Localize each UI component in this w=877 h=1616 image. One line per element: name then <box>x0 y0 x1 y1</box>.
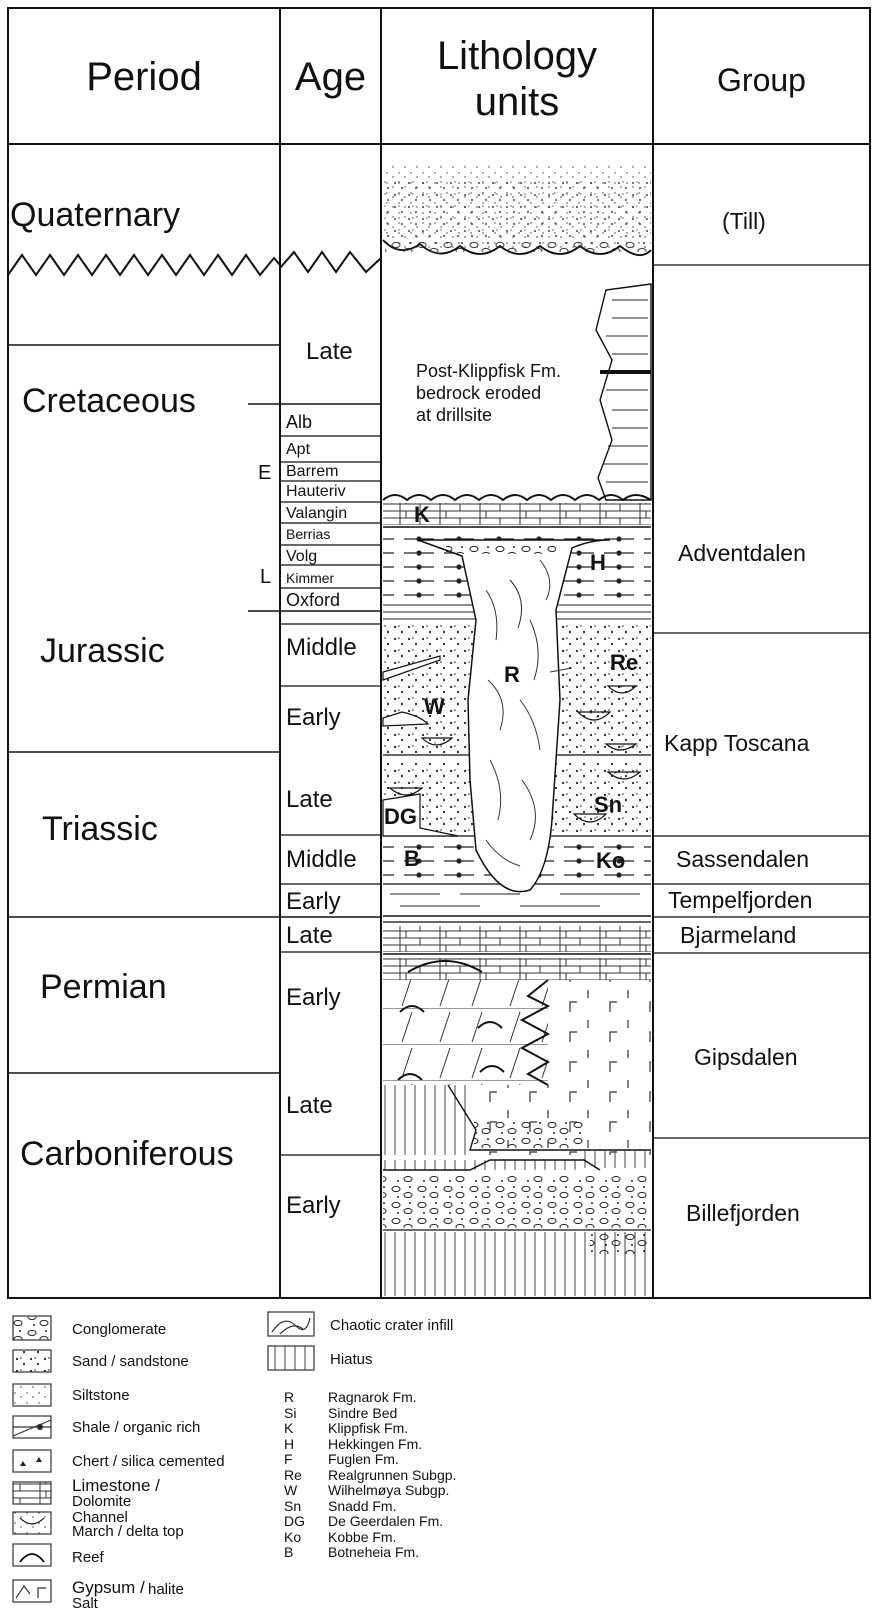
legend-siltstone: Siltstone <box>72 1388 130 1403</box>
age-permian-early: Early <box>286 984 341 1012</box>
group-bjarmeland: Bjarmeland <box>680 922 796 949</box>
legend-hiatus: Hiatus <box>330 1352 373 1367</box>
group-dividers <box>653 265 870 1138</box>
abbr-code: W <box>284 1483 297 1498</box>
period-carboniferous: Carboniferous <box>20 1135 234 1174</box>
unit-w: W <box>424 694 445 720</box>
abbr-code: Sn <box>284 1499 301 1514</box>
legend-gypsum-2: Salt <box>72 1596 98 1611</box>
age-jurassic-middle: Middle <box>286 634 357 662</box>
abbr-name: Realgrunnen Subgp. <box>328 1468 456 1483</box>
abbr-code: DG <box>284 1514 305 1529</box>
age-early-cretaceous-marker: E <box>258 462 271 485</box>
group-kapp-toscana: Kapp Toscana <box>664 730 809 757</box>
abbr-name: De Geerdalen Fm. <box>328 1514 443 1529</box>
abbr-name: Kobbe Fm. <box>328 1530 396 1545</box>
legend-shale: Shale / organic rich <box>72 1420 200 1435</box>
age-barrem: Barrem <box>286 464 338 480</box>
post-klippfisk-note: Post-Klippfisk Fm. bedrock eroded at dri… <box>416 360 561 426</box>
unit-r: R <box>504 662 520 688</box>
lithology-column <box>383 166 651 1296</box>
age-triassic-early: Early <box>286 888 341 916</box>
age-berrias: Berrias <box>286 526 330 542</box>
abbr-code: K <box>284 1421 293 1436</box>
note-line-1: Post-Klippfisk Fm. <box>416 360 561 382</box>
abbr-name: Ragnarok Fm. <box>328 1390 417 1405</box>
abbr-code: H <box>284 1437 294 1452</box>
unit-h: H <box>590 550 606 576</box>
header-group: Group <box>653 62 870 99</box>
age-kimmer: Kimmer <box>286 570 334 586</box>
age-triassic-middle: Middle <box>286 846 357 874</box>
abbr-code: Re <box>284 1468 302 1483</box>
abbr-name: Hekkingen Fm. <box>328 1437 422 1452</box>
note-line-3: at drillsite <box>416 404 561 426</box>
unit-re: Re <box>610 650 638 676</box>
header-lithology-line1: Lithology <box>381 34 653 79</box>
legend-chert: Chert / silica cemented <box>72 1454 225 1469</box>
group-sassendalen: Sassendalen <box>676 846 809 873</box>
legend-chaotic: Chaotic crater infill <box>330 1318 453 1333</box>
abbr-code: R <box>284 1390 294 1405</box>
legend-limestone-2: Dolomite <box>72 1494 131 1509</box>
age-carboniferous-late: Late <box>286 1092 333 1120</box>
unit-dg: DG <box>384 804 417 830</box>
unit-sn: Sn <box>594 792 622 818</box>
age-permian-late: Late <box>286 922 333 950</box>
group-adventdalen: Adventdalen <box>678 540 806 567</box>
age-carboniferous-early: Early <box>286 1192 341 1220</box>
abbr-name: Botneheia Fm. <box>328 1545 419 1560</box>
abbr-name: Klippfisk Fm. <box>328 1421 408 1436</box>
abbr-code: Ko <box>284 1530 301 1545</box>
abbr-code: Si <box>284 1406 296 1421</box>
abbr-name: Sindre Bed <box>328 1406 397 1421</box>
legend-sand: Sand / sandstone <box>72 1354 189 1369</box>
group-billefjorden: Billefjorden <box>686 1200 800 1227</box>
abbr-name: Wilhelmøya Subgp. <box>328 1483 449 1498</box>
age-apt: Apt <box>286 442 310 458</box>
age-jurassic-early: Early <box>286 704 341 732</box>
age-valangin: Valangin <box>286 506 347 522</box>
group-till: (Till) <box>722 208 766 235</box>
legend-limestone-1: Limestone / <box>72 1478 160 1493</box>
age-triassic-late: Late <box>286 786 333 814</box>
legend-gypsum-1: Gypsum / <box>72 1580 145 1595</box>
note-line-2: bedrock eroded <box>416 382 561 404</box>
legend-conglomerate: Conglomerate <box>72 1322 166 1337</box>
period-cretaceous: Cretaceous <box>22 382 196 421</box>
header-age: Age <box>280 55 381 100</box>
legend-channel-2: March / delta top <box>72 1524 184 1539</box>
legend-gypsum-halite: halite <box>148 1582 184 1597</box>
age-hauteriv: Hauteriv <box>286 484 346 500</box>
age-oxford: Oxford <box>286 592 340 608</box>
header-period: Period <box>8 55 280 100</box>
period-jurassic: Jurassic <box>40 632 165 671</box>
abbr-name: Snadd Fm. <box>328 1499 396 1514</box>
age-late-jurassic-marker: L <box>260 566 271 589</box>
legend-reef: Reef <box>72 1550 104 1565</box>
period-quaternary: Quaternary <box>10 196 180 235</box>
abbr-name: Fuglen Fm. <box>328 1452 399 1467</box>
period-permian: Permian <box>40 968 167 1007</box>
header-lithology-line2: units <box>381 80 653 125</box>
group-gipsdalen: Gipsdalen <box>694 1044 798 1071</box>
group-tempelfjorden: Tempelfjorden <box>668 887 812 914</box>
period-triassic: Triassic <box>42 810 158 849</box>
age-cretaceous-late: Late <box>306 338 353 366</box>
unconformity-line <box>8 252 381 275</box>
unit-ko: Ko <box>596 848 625 874</box>
abbr-code: B <box>284 1545 293 1560</box>
age-alb: Alb <box>286 414 312 430</box>
abbr-code: F <box>284 1452 293 1467</box>
unit-k: K <box>414 502 430 528</box>
age-volg: Volg <box>286 549 317 565</box>
unit-b: B <box>404 846 420 872</box>
